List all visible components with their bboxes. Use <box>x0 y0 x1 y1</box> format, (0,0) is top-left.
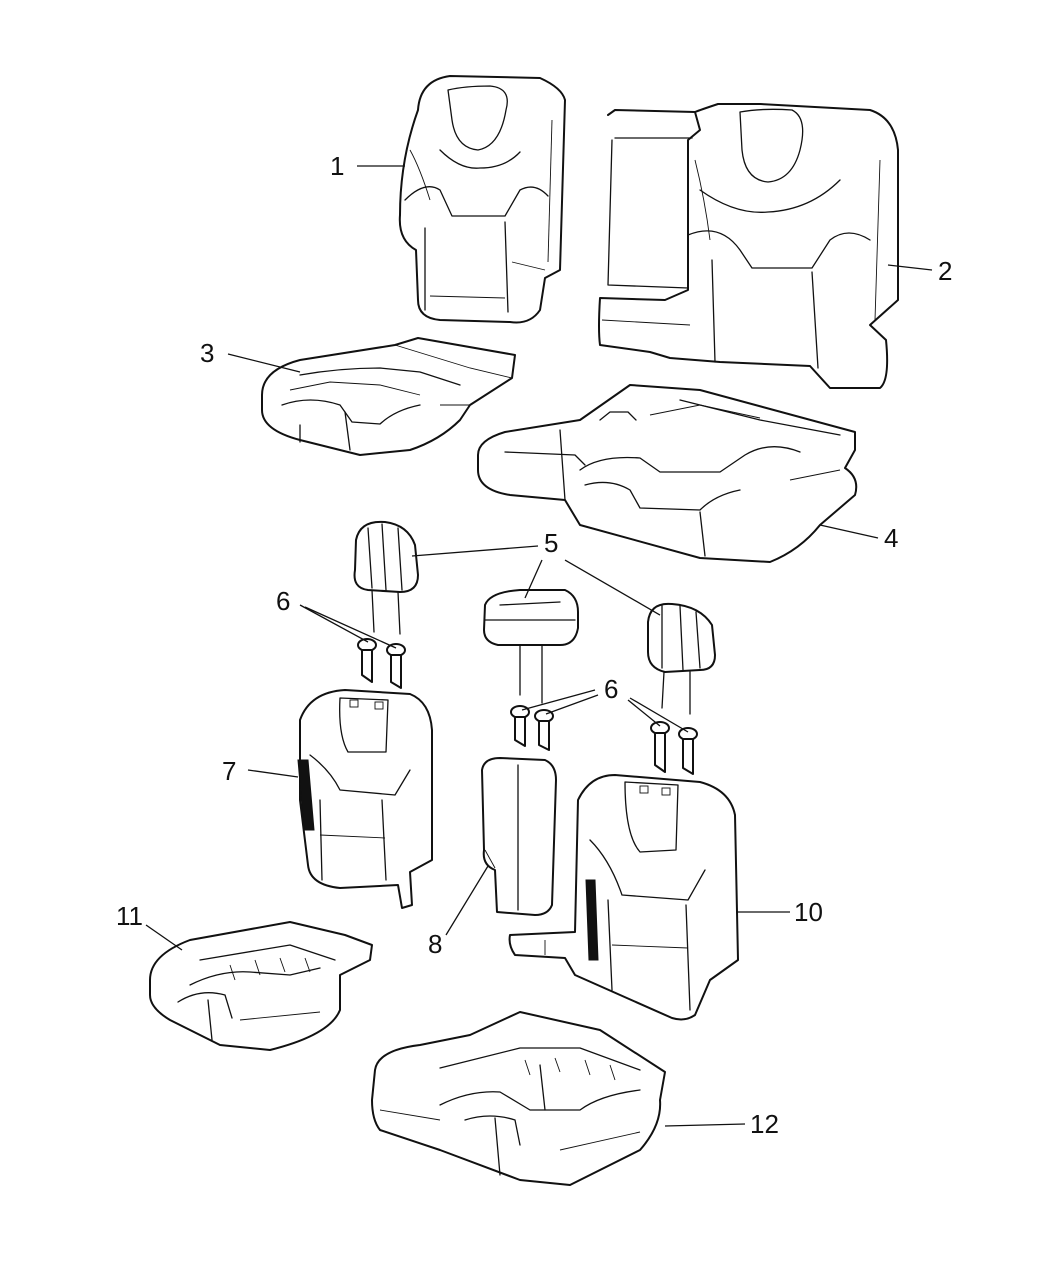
callout-1: 1 <box>330 151 344 181</box>
callout-2: 2 <box>938 256 952 286</box>
seat-back-cover-right[interactable] <box>598 103 899 389</box>
seat-back-frame-left[interactable] <box>297 689 433 909</box>
callout-4: 4 <box>884 523 898 553</box>
seat-cushion-cover-left[interactable] <box>261 337 516 456</box>
callout-7: 7 <box>222 756 236 786</box>
headrest-left[interactable] <box>353 520 419 635</box>
seat-cushion-frame-right[interactable] <box>371 1011 666 1186</box>
callout-5: 5 <box>544 528 558 558</box>
callout-3: 3 <box>200 338 214 368</box>
seat-cushion-frame-left[interactable] <box>149 921 373 1051</box>
headrest-right[interactable] <box>647 602 716 715</box>
headrest-center[interactable] <box>483 589 579 704</box>
armrest[interactable] <box>481 757 557 916</box>
seat-back-cover-left[interactable] <box>398 75 566 324</box>
callout-6-center: 6 <box>604 674 618 704</box>
seat-cushion-cover-right[interactable] <box>477 384 858 563</box>
leader-lines <box>145 165 933 1127</box>
callout-labels: 1 2 3 4 5 6 6 7 8 10 11 12 <box>116 151 952 1139</box>
callout-11: 11 <box>116 901 143 931</box>
seat-back-frame-right[interactable] <box>508 774 739 1021</box>
headrest-guide[interactable] <box>357 638 698 775</box>
callout-8: 8 <box>428 929 442 959</box>
callout-12: 12 <box>750 1109 779 1139</box>
callout-6-left: 6 <box>276 586 290 616</box>
callout-10: 10 <box>794 897 823 927</box>
